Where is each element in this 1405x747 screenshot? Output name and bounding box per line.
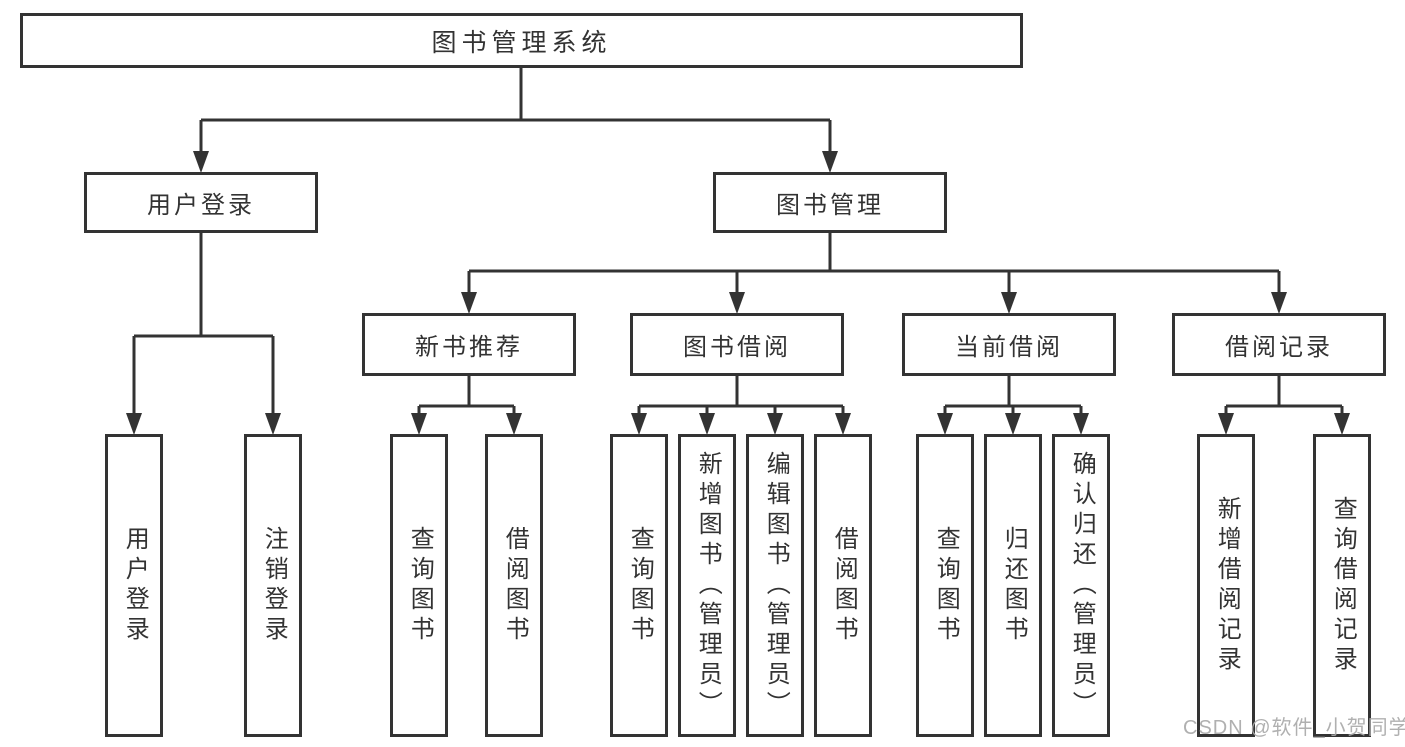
leaf-borrow-books: 借阅图书 — [485, 434, 543, 737]
node-new-book-recommendation: 新书推荐 — [362, 313, 576, 376]
arrowhead — [631, 413, 647, 435]
node-label: 当前借阅 — [955, 334, 1063, 361]
arrowhead — [1271, 292, 1287, 314]
arrowhead — [1218, 413, 1234, 435]
node-label: 图书管理 — [776, 192, 884, 219]
node-label: 借阅记录 — [1225, 334, 1333, 361]
arrowhead — [835, 413, 851, 435]
leaf-query-books: 查询图书 — [390, 434, 448, 737]
node-label: 用户登录 — [147, 192, 255, 219]
node-label: 查询图书 — [626, 525, 654, 646]
arrowhead — [699, 413, 715, 435]
node-label: 归还图书 — [1000, 525, 1028, 646]
arrowhead — [1073, 413, 1089, 435]
node-borrowing-records: 借阅记录 — [1172, 313, 1386, 376]
arrowhead — [461, 292, 477, 314]
node-label: 查询图书 — [406, 525, 434, 646]
node-label: 新增图书（管理员） — [694, 450, 722, 721]
watermark: CSDN @软件_小贺同学 — [1183, 717, 1405, 739]
node-label: 查询借阅记录 — [1329, 495, 1357, 676]
leaf-edit-books-admin: 编辑图书（管理员） — [746, 434, 804, 737]
node-label: 图书管理系统 — [431, 28, 612, 57]
leaf-borrow-books: 借阅图书 — [814, 434, 872, 737]
node-label: 确认归还（管理员） — [1068, 450, 1096, 721]
arrowhead — [1005, 413, 1021, 435]
node-library-management-system: 图书管理系统 — [20, 13, 1023, 68]
arrowhead — [767, 413, 783, 435]
node-label: 借阅图书 — [830, 525, 858, 646]
node-label: 新书推荐 — [415, 334, 523, 361]
leaf-logout: 注销登录 — [244, 434, 302, 737]
arrowhead — [193, 151, 209, 173]
node-label: 查询图书 — [932, 525, 960, 646]
node-user-login: 用户登录 — [84, 172, 318, 233]
node-label: 编辑图书（管理员） — [762, 450, 790, 721]
node-label: 用户登录 — [121, 525, 149, 646]
arrowhead — [411, 413, 427, 435]
leaf-query-borrow-record: 查询借阅记录 — [1313, 434, 1371, 737]
leaf-query-books: 查询图书 — [610, 434, 668, 737]
arrowhead — [265, 413, 281, 435]
leaf-user-login: 用户登录 — [105, 434, 163, 737]
leaf-add-books-admin: 新增图书（管理员） — [678, 434, 736, 737]
node-label: 新增借阅记录 — [1213, 495, 1241, 676]
arrowhead — [937, 413, 953, 435]
leaf-add-borrow-record: 新增借阅记录 — [1197, 434, 1255, 737]
node-book-management: 图书管理 — [713, 172, 947, 233]
arrowhead — [506, 413, 522, 435]
node-label: 图书借阅 — [683, 334, 791, 361]
leaf-query-books: 查询图书 — [916, 434, 974, 737]
node-label: 注销登录 — [260, 525, 288, 646]
arrowhead — [822, 151, 838, 173]
arrowhead — [729, 292, 745, 314]
node-book-borrowing: 图书借阅 — [630, 313, 844, 376]
arrowhead — [1334, 413, 1350, 435]
arrowhead — [126, 413, 142, 435]
arrowhead — [1001, 292, 1017, 314]
leaf-return-books: 归还图书 — [984, 434, 1042, 737]
arrowheads — [126, 151, 1350, 435]
node-current-borrowing: 当前借阅 — [902, 313, 1116, 376]
leaf-confirm-return-admin: 确认归还（管理员） — [1052, 434, 1110, 737]
node-label: 借阅图书 — [501, 525, 529, 646]
